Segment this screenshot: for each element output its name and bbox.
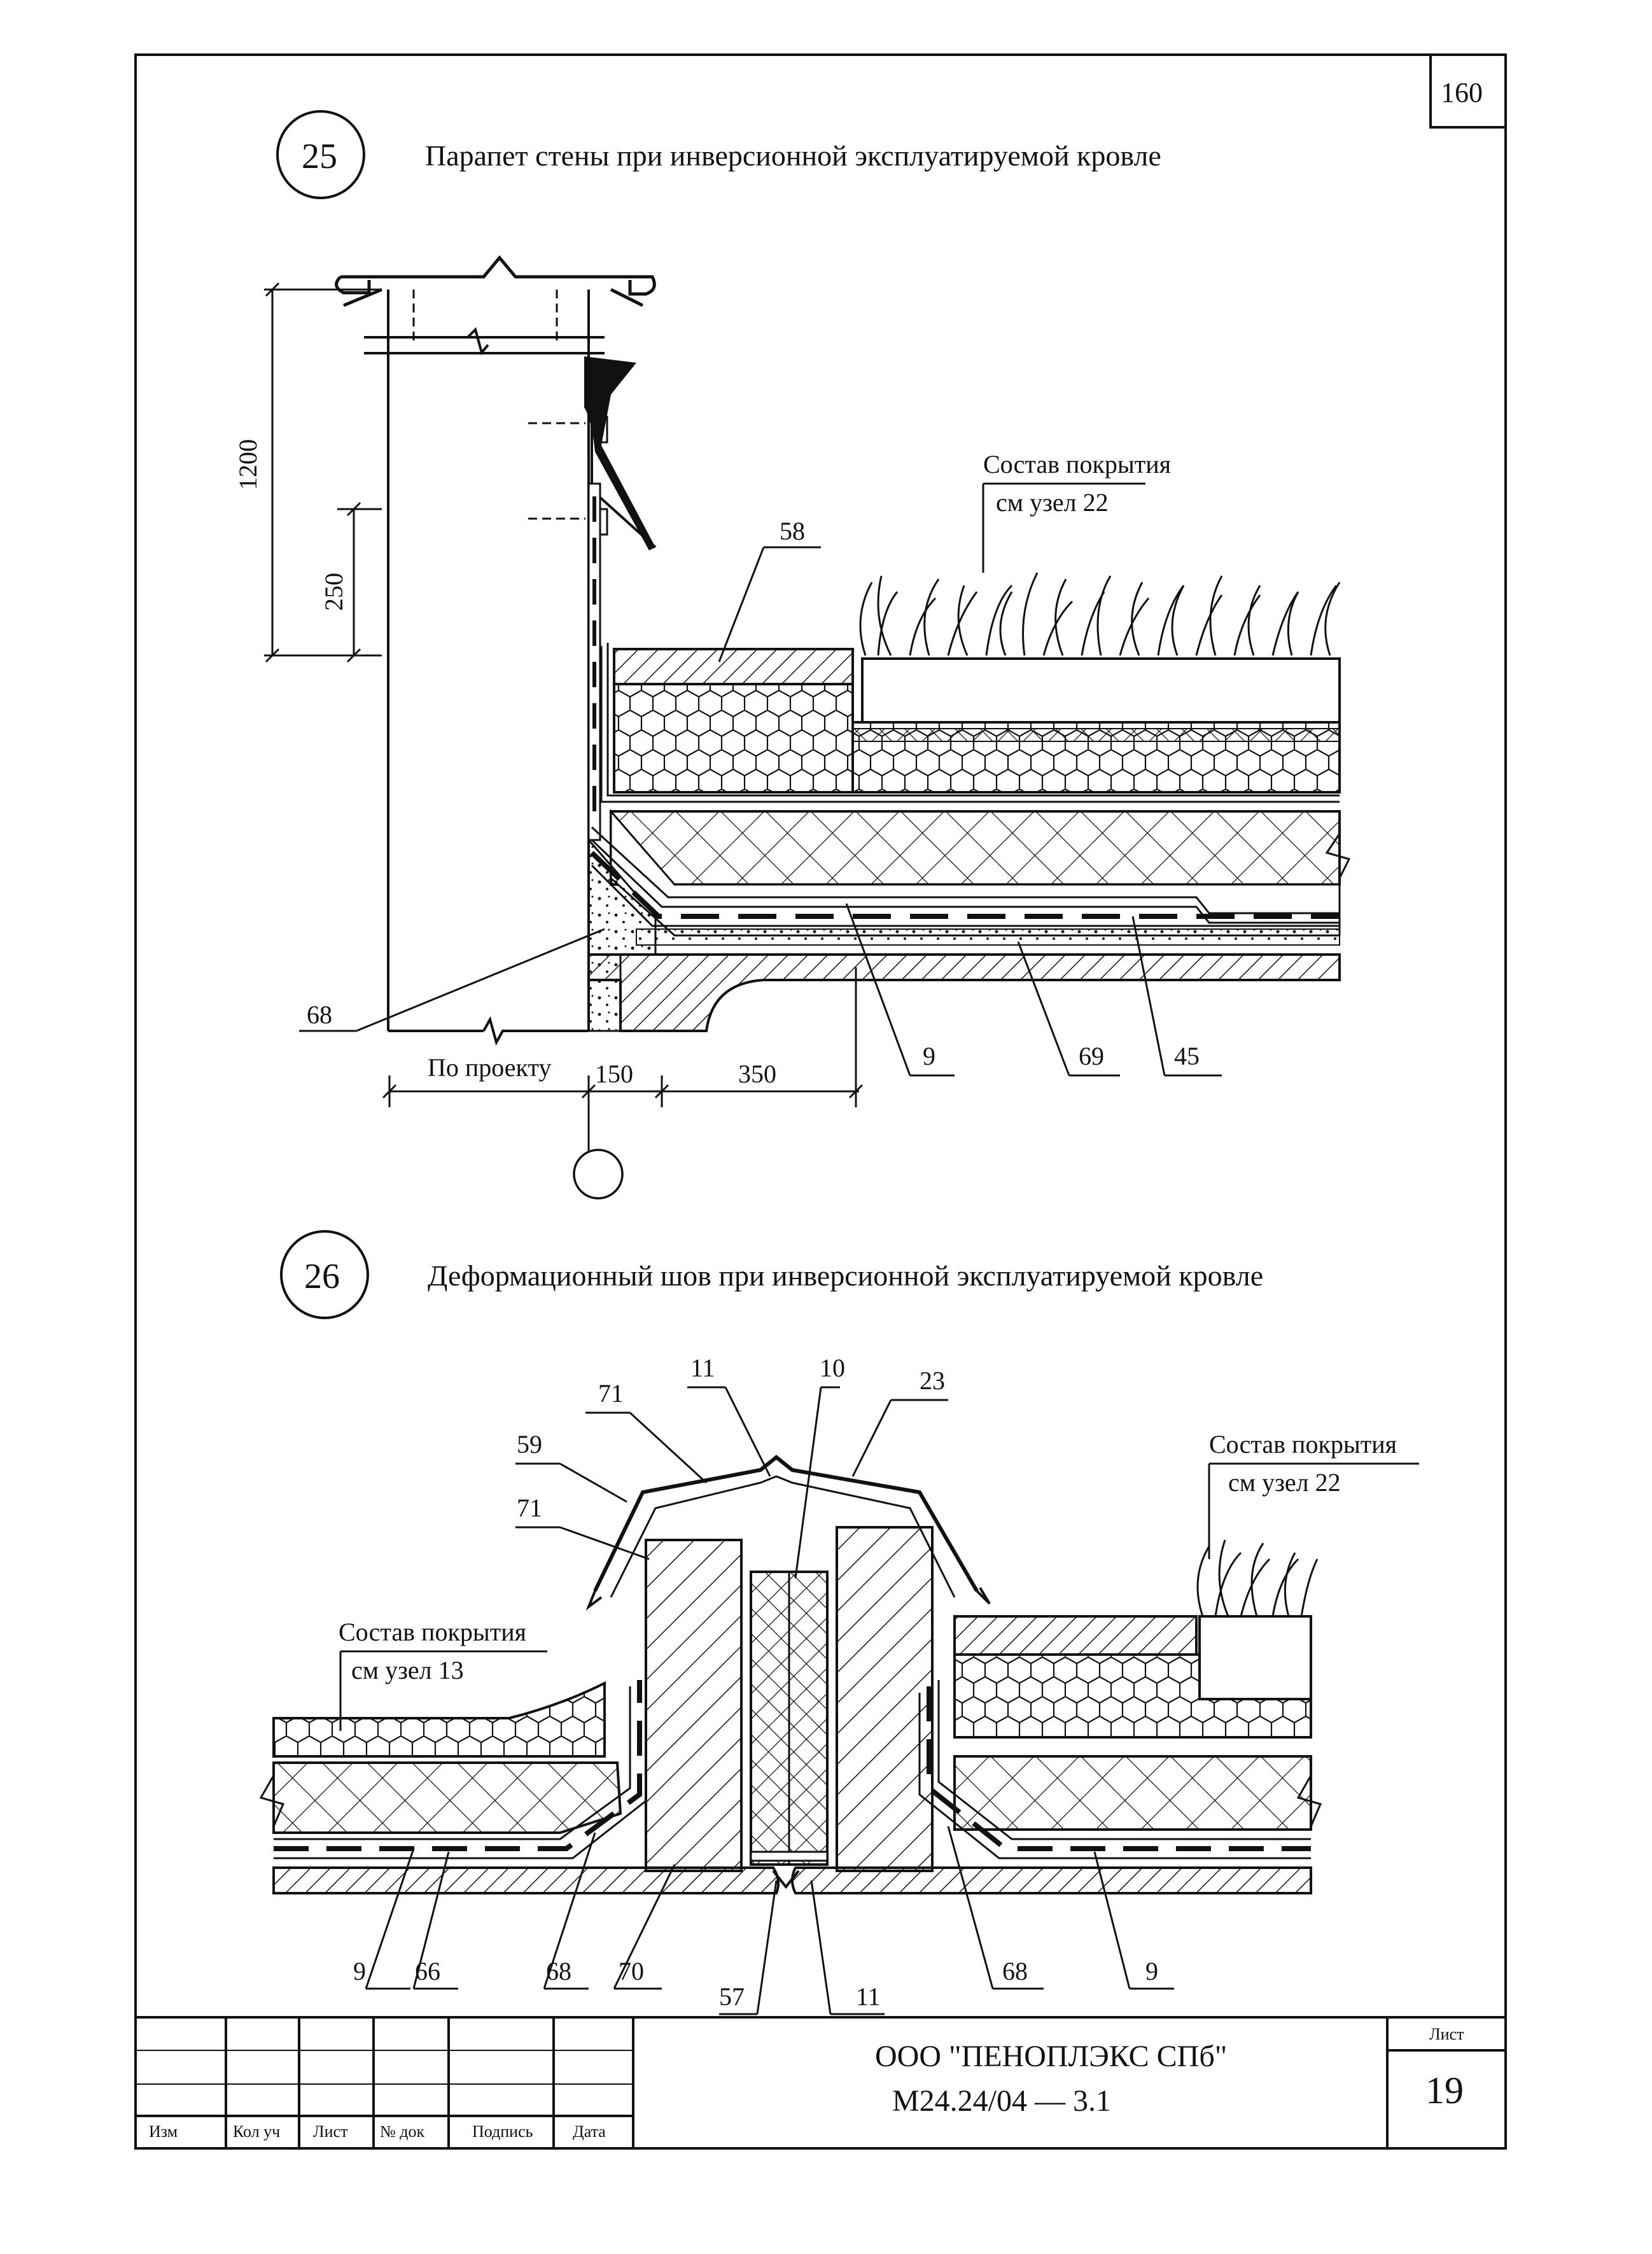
- dim-150: 150: [595, 1060, 633, 1088]
- concrete-right-26: [953, 1755, 1312, 1831]
- detail-25-title: Парапет стены при инверсионной эксплуати…: [425, 139, 1161, 172]
- callout-10: 10: [820, 1354, 845, 1382]
- green-soil-box: [861, 657, 1341, 724]
- membrane-left: [274, 1686, 631, 1840]
- composition-note-26-left-line1: Состав покрытия: [339, 1618, 527, 1646]
- callout-70: 70: [619, 1957, 644, 1985]
- slab-26-right: [791, 1866, 1312, 1894]
- concrete-layer-cross: [610, 810, 1341, 886]
- dim-height-total: 1200: [234, 439, 262, 490]
- composition-note-26-left-line2: см узел 13: [351, 1656, 464, 1684]
- gravel-left: [272, 1681, 606, 1758]
- membrane-bent: [591, 826, 1340, 914]
- callout-45: 45: [1174, 1042, 1200, 1070]
- parapet-wall: [364, 290, 605, 1046]
- dim-by-project: По проекту: [428, 1053, 552, 1082]
- apron-flashing: [584, 356, 655, 550]
- dimension-lines-25: [264, 282, 864, 1152]
- callout-69: 69: [1079, 1042, 1104, 1070]
- dim-height-lower: 250: [319, 573, 348, 611]
- green-box-26: [1198, 1615, 1312, 1700]
- slab-25: [587, 953, 1341, 1032]
- callout-68-25: 68: [307, 1000, 332, 1029]
- tb-sheet-value: 19: [1425, 2069, 1464, 2111]
- tb-doc-code: М24.24/04 — 3.1: [892, 2084, 1112, 2118]
- tb-col-kol-uch: Кол уч: [233, 2122, 281, 2141]
- left-timber-block: [645, 1539, 743, 1872]
- tb-col-izm: Изм: [149, 2122, 178, 2141]
- sheet-number-box: [1429, 53, 1507, 129]
- callout-9-25: 9: [923, 1042, 935, 1070]
- wall-bottom-fill: [587, 953, 622, 1032]
- joint-cap-flashing: [593, 1455, 979, 1592]
- concrete-left: [272, 1761, 622, 1834]
- callout-11-top: 11: [690, 1354, 715, 1382]
- detail-26-number: 26: [304, 1257, 340, 1296]
- right-timber-block: [836, 1526, 934, 1872]
- composition-note-26-right-line2: см узел 22: [1228, 1468, 1341, 1497]
- break-line-right: [1325, 833, 1351, 879]
- callout-59: 59: [517, 1430, 542, 1459]
- leader-lines-25: [299, 482, 1222, 1077]
- parapet-cap-flashing: [335, 255, 656, 307]
- callout-71-top: 71: [598, 1379, 624, 1408]
- tb-col-list: Лист: [313, 2122, 348, 2141]
- tb-sheet-label: Лист: [1429, 2025, 1464, 2043]
- callout-68-right: 68: [1002, 1957, 1028, 1985]
- grass-25: [859, 572, 1341, 656]
- sheet-number-top: 160: [1441, 77, 1483, 108]
- eps-insulation-25: [613, 683, 854, 794]
- leader-lines-26: [339, 1386, 1419, 2015]
- composition-note-26-right-line1: Состав покрытия: [1209, 1430, 1397, 1459]
- tb-col-data: Дата: [573, 2122, 606, 2141]
- detail-26-title: Деформационный шов при инверсионной эксп…: [428, 1259, 1264, 1292]
- callout-9-right: 9: [1145, 1957, 1158, 1985]
- tb-company: ООО "ПЕНОПЛЭКС СПб": [875, 2040, 1228, 2073]
- dim-350: 350: [738, 1060, 776, 1088]
- paving-slab-58: [613, 648, 854, 685]
- break-right-26: [1296, 1775, 1322, 1827]
- tb-col-podpis: Подпись: [472, 2122, 533, 2141]
- drainage-left-edge: [600, 646, 1340, 803]
- grass-26: [1196, 1539, 1319, 1617]
- break-left-26: [259, 1775, 285, 1827]
- joint-sealant-57: [772, 1870, 800, 1889]
- axis-marker: [573, 1149, 624, 1200]
- callout-9-left: 9: [353, 1957, 366, 1985]
- composition-note-25-line2: см узел 22: [996, 488, 1109, 517]
- filter-layer: [852, 728, 1340, 742]
- detail-25-marker: [276, 110, 365, 199]
- composition-note-25-line1: Состав покрытия: [983, 450, 1172, 479]
- callout-66: 66: [415, 1957, 440, 1985]
- callout-68-left: 68: [546, 1957, 571, 1985]
- callout-57: 57: [719, 1982, 745, 2011]
- callout-58: 58: [780, 517, 805, 545]
- screed-69: [636, 928, 1340, 946]
- detail-25-number: 25: [302, 137, 337, 176]
- title-block-grid: [134, 2016, 1507, 2150]
- cap-fasteners: [412, 290, 585, 520]
- callout-11-bottom: 11: [856, 1982, 881, 2011]
- tb-col-n-dok: № док: [380, 2122, 425, 2141]
- callout-23: 23: [920, 1366, 945, 1395]
- paving-slab-right: [953, 1615, 1198, 1656]
- membrane-right: [937, 1680, 1311, 1840]
- detail-26-marker: [280, 1230, 369, 1319]
- callout-71-mid: 71: [517, 1494, 542, 1522]
